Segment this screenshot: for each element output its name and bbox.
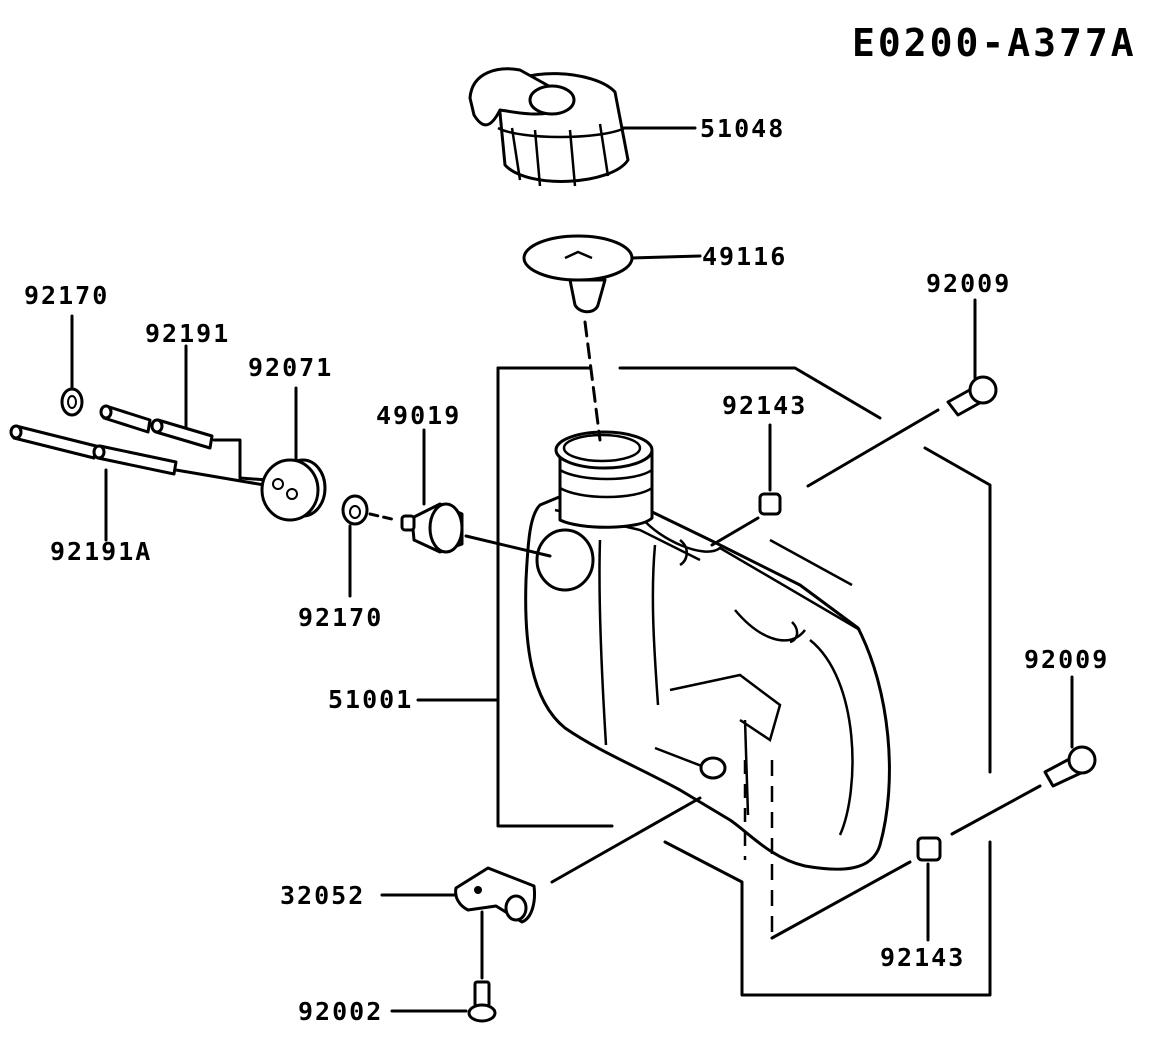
fuel-filter [522,234,634,314]
hose-to-grommet-line [212,438,270,482]
label-vent: 49019 [376,401,461,430]
label-screw: 92002 [298,997,383,1026]
label-collar-top: 92143 [722,391,807,420]
label-grommet: 92071 [248,353,333,382]
label-bolt-top: 92009 [926,269,1011,298]
mounting-bracket [454,866,536,924]
hose-long [9,424,178,476]
label-bracket: 32052 [280,881,365,910]
grommet [260,458,327,522]
label-collar-bottom: 92143 [880,943,965,972]
collar-top [758,492,782,516]
label-filter: 49116 [702,242,787,271]
label-hose-long: 92191A [50,537,152,566]
hose-short [99,404,214,450]
label-washer-lower: 92170 [298,603,383,632]
bolt-top [946,375,998,417]
vent [400,502,464,554]
label-bolt-right: 92009 [1024,645,1109,674]
fuel-cap [468,67,630,187]
label-tank: 51001 [328,685,413,714]
diagram-code: E0200-A377A [852,21,1137,65]
washer-top-left [60,387,84,417]
assembly-bracket-lines [416,366,992,997]
collar-bottom [916,836,942,862]
label-cap: 51048 [700,114,785,143]
label-hose-short: 92191 [145,319,230,348]
washer-lower [341,494,369,526]
label-washer-top: 92170 [24,281,109,310]
screw [467,980,497,1023]
bolt-right [1043,745,1097,788]
fuel-tank [524,430,891,938]
